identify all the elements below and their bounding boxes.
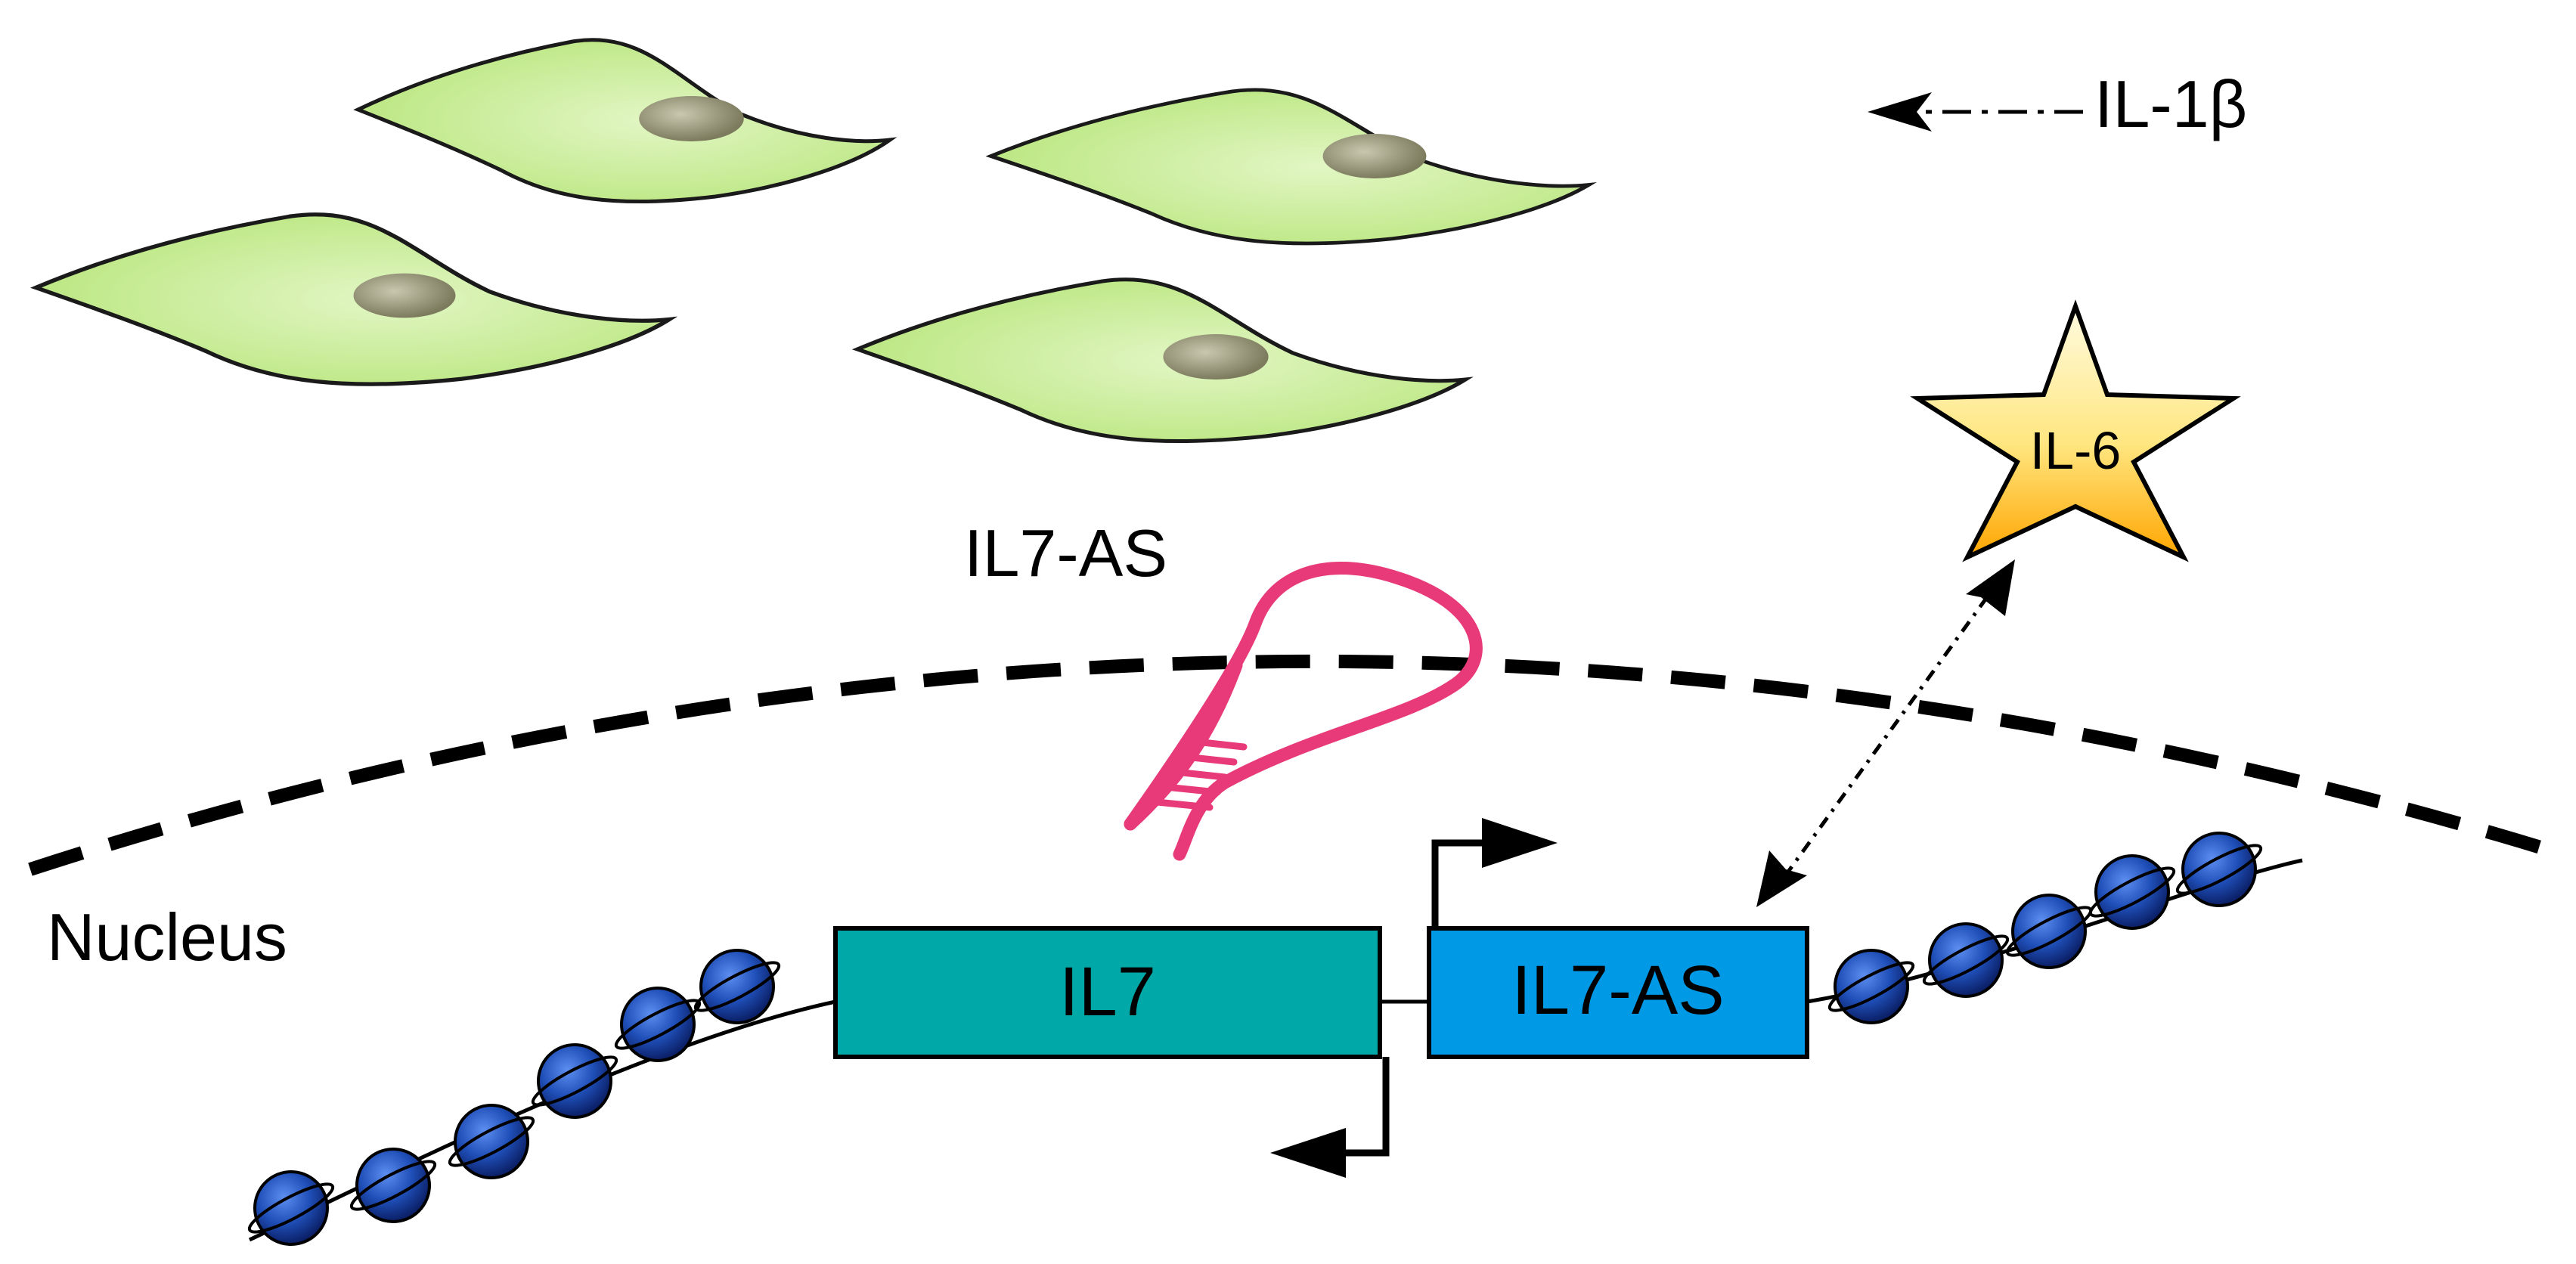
star-icon [1910, 299, 2241, 562]
il7-gene-box [833, 926, 1382, 1059]
fibroblast-cell-icon [857, 280, 1465, 441]
nucleosome-icon [247, 1170, 335, 1246]
fibroblast-cells [36, 40, 1589, 441]
il1b-arrow [1868, 92, 2083, 132]
nucleosome-icon [1922, 922, 2010, 998]
nucleosome-icon [349, 1148, 437, 1223]
nucleus-label: Nucleus [47, 900, 287, 974]
il7-tss-arrow [1270, 1057, 1390, 1178]
cell-nucleus [1322, 134, 1427, 178]
hairpin-rna-icon [1124, 562, 1483, 861]
cell-nucleus [639, 96, 744, 141]
lncrna-label: IL7-AS [964, 516, 1167, 590]
il7-gene-label: IL7 [1059, 953, 1156, 1030]
nucleosome-icon [531, 1043, 618, 1119]
nucleosome-icon [693, 949, 781, 1024]
nucleosome-icon [2005, 894, 2093, 969]
il1b-label: IL-1β [2094, 67, 2247, 141]
fibroblast-cell-icon [358, 40, 891, 202]
cell-nucleus [1163, 334, 1269, 380]
nucleosome-icon [1827, 949, 1915, 1024]
il6-il7as-arrow [1756, 559, 2015, 907]
nucleosome-icon [2175, 832, 2263, 907]
fibroblast-cell-icon [991, 90, 1589, 243]
nucleosome-icon [614, 987, 702, 1062]
il7as-gene-box [1427, 926, 1809, 1059]
il7as-gene-label: IL7-AS [1511, 952, 1724, 1029]
il7as-tss-arrow [1431, 818, 1558, 928]
nucleosome-icon [448, 1104, 535, 1179]
fibroblast-cell-icon [36, 215, 670, 385]
cell-nucleus [353, 273, 456, 318]
nuclear-envelope [28, 654, 2565, 876]
nucleosome-icon [2088, 854, 2176, 930]
nucleosomes [247, 832, 2263, 1246]
il6-label: IL-6 [2030, 421, 2122, 480]
